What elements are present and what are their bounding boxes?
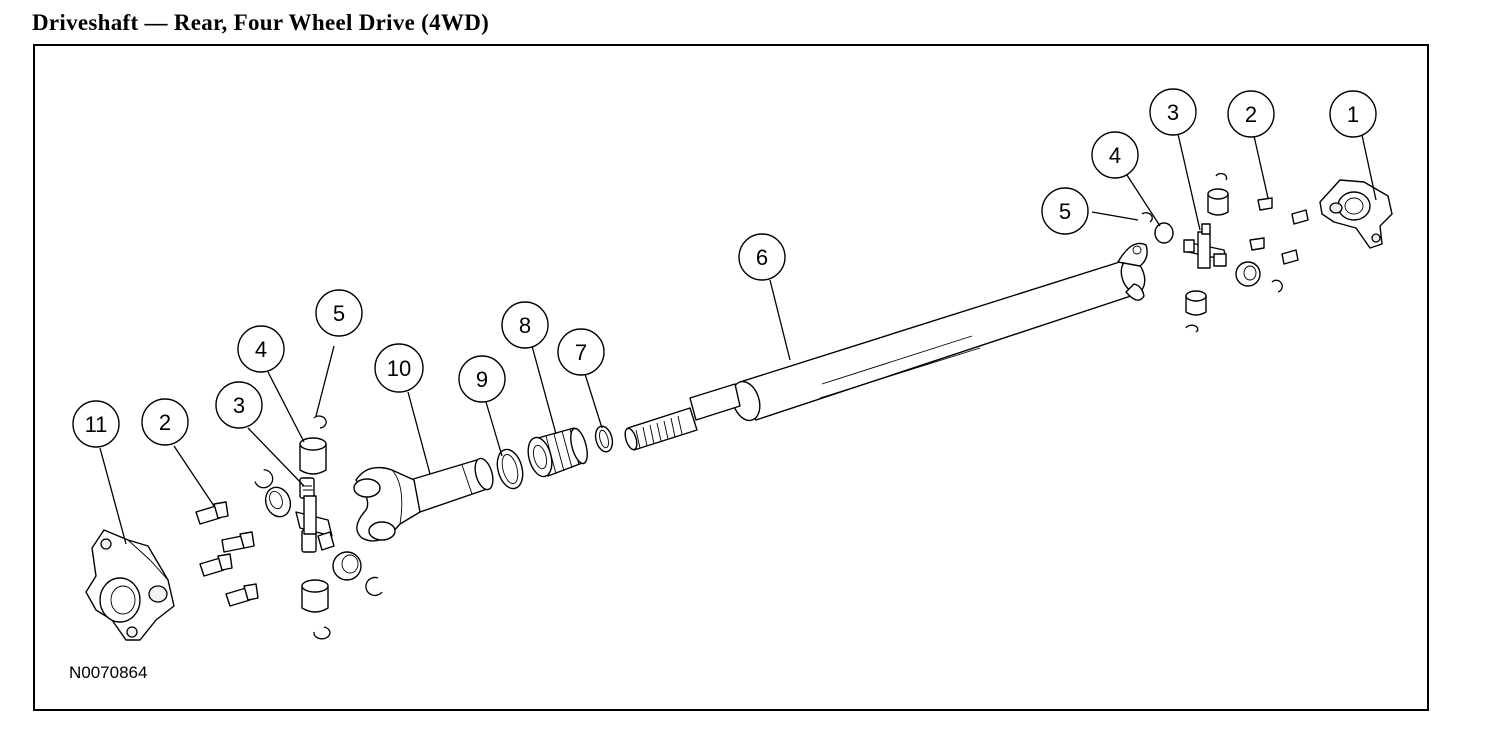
snap-clips-right bbox=[1141, 172, 1283, 333]
callout-10: 10 bbox=[374, 343, 424, 393]
callout-6: 6 bbox=[738, 233, 786, 281]
left-u-joint bbox=[295, 477, 335, 553]
slip-yoke-10 bbox=[353, 457, 494, 542]
bearing-cup-side-right bbox=[332, 551, 362, 581]
svg-text:5: 5 bbox=[333, 301, 345, 326]
bolts-left bbox=[195, 501, 259, 607]
svg-text:8: 8 bbox=[519, 313, 531, 338]
callout-9: 9 bbox=[458, 355, 506, 403]
companion-flange-1 bbox=[1319, 179, 1393, 249]
callout-4-left: 4 bbox=[237, 325, 285, 373]
svg-text:3: 3 bbox=[1167, 100, 1179, 125]
spline-shaft bbox=[624, 383, 741, 451]
svg-text:2: 2 bbox=[159, 410, 171, 435]
page-title: Driveshaft — Rear, Four Wheel Drive (4WD… bbox=[32, 10, 490, 35]
bearing-cup-upper-right bbox=[1207, 188, 1229, 216]
right-u-joint bbox=[1183, 223, 1227, 269]
leader-lines bbox=[99, 133, 1377, 545]
svg-text:2: 2 bbox=[1245, 102, 1257, 127]
svg-text:6: 6 bbox=[756, 245, 768, 270]
snap-clips-left bbox=[254, 415, 383, 640]
svg-text:4: 4 bbox=[255, 337, 267, 362]
callout-11: 11 bbox=[72, 400, 120, 448]
svg-text:4: 4 bbox=[1109, 143, 1121, 168]
callout-1: 1 bbox=[1329, 90, 1377, 138]
dust-boot-8 bbox=[527, 427, 588, 478]
bolts-right bbox=[1249, 197, 1309, 265]
bearing-cup-left-right bbox=[1154, 222, 1174, 244]
companion-flange-11 bbox=[85, 529, 175, 641]
snap-ring-7 bbox=[594, 425, 614, 453]
callout-3-right: 3 bbox=[1149, 88, 1197, 136]
callout-2-right: 2 bbox=[1227, 90, 1275, 138]
callout-4-right: 4 bbox=[1091, 131, 1139, 179]
callout-2-left: 2 bbox=[141, 398, 189, 446]
bearing-cup-side-rightmost bbox=[1235, 261, 1261, 287]
clamp-9 bbox=[496, 448, 524, 490]
bearing-cup-side-left bbox=[264, 486, 292, 518]
svg-text:9: 9 bbox=[476, 367, 488, 392]
callout-3-left: 3 bbox=[215, 381, 263, 429]
callout-5-left: 5 bbox=[315, 289, 363, 337]
svg-text:3: 3 bbox=[233, 393, 245, 418]
callout-5-right: 5 bbox=[1041, 187, 1089, 235]
bearing-cup-lower-left bbox=[301, 579, 329, 613]
diagram-frame bbox=[33, 44, 1429, 711]
bearing-cup-upper-left bbox=[299, 437, 327, 475]
bearing-cup-lower-right bbox=[1185, 290, 1207, 316]
figure-code: N0070864 bbox=[69, 663, 147, 682]
svg-text:11: 11 bbox=[85, 412, 108, 437]
driveshaft-tube bbox=[731, 242, 1148, 422]
svg-text:7: 7 bbox=[575, 340, 587, 365]
svg-text:10: 10 bbox=[387, 356, 411, 381]
callout-7: 7 bbox=[557, 328, 605, 376]
svg-text:1: 1 bbox=[1347, 102, 1359, 127]
svg-text:5: 5 bbox=[1059, 199, 1071, 224]
callout-8: 8 bbox=[501, 301, 549, 349]
